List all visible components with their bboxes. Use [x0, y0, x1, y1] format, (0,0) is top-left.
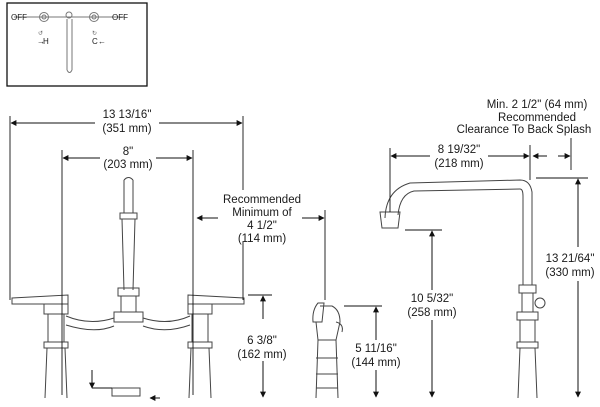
spout-clearance-metric: (258 mm)	[407, 307, 456, 319]
dim-handle-height: 6 3/8" (162 mm)	[232, 294, 294, 398]
sprayer-height-imperial: 5 11/16"	[355, 343, 397, 355]
spout-arc-outer	[384, 179, 533, 285]
top-view-inset: OFF OFF ↺ ↻ → H C ←	[6, 2, 148, 87]
side-handle-knob	[534, 297, 546, 309]
sprayer-head	[312, 302, 325, 323]
dim-overall-width: 13 13/16" (351 mm)	[9, 103, 244, 300]
side-sprayer	[312, 302, 343, 399]
dim-total-height: 13 21/64" (330 mm)	[536, 177, 600, 398]
dim-back-clearance: Min. 2 1/2" (64 mm) Recommended Clearanc…	[457, 99, 592, 170]
left-valve-top	[39, 12, 49, 22]
left-valve-body	[44, 347, 68, 399]
overall-width-imperial: 13 13/16"	[103, 109, 152, 121]
center-spread-metric: (203 mm)	[103, 159, 152, 171]
spout-arc-inner	[397, 188, 524, 285]
cold-label: C	[92, 37, 98, 46]
center-spread-imperial: 8"	[123, 146, 133, 158]
min-spacing-line3: 4 1/2"	[247, 220, 277, 232]
dim-sprayer-height: 5 11/16" (144 mm)	[343, 305, 409, 398]
spout-nozzle	[379, 211, 401, 229]
dim-min-spacing: Recommended Minimum of 4 1/2" (114 mm)	[196, 190, 326, 300]
front-view-faucet	[11, 177, 245, 401]
cold-arrow-icon: ←	[98, 37, 106, 46]
spout-reach-imperial: 8 19/32"	[438, 144, 480, 156]
left-handle	[11, 294, 69, 305]
sprayer-body	[315, 339, 339, 399]
back-clearance-line1: Min. 2 1/2" (64 mm)	[487, 99, 588, 111]
right-valve-body	[188, 347, 212, 399]
dim-spout-clearance: 10 5/32" (258 mm)	[400, 229, 466, 398]
hot-label: H	[43, 37, 49, 46]
spout-top-view	[66, 69, 73, 73]
svg-text:↻: ↻	[92, 30, 97, 37]
side-valve-body	[517, 347, 538, 399]
min-spacing-line4: (114 mm)	[238, 233, 287, 245]
right-off-label: OFF	[112, 13, 128, 22]
handle-height-metric: (162 mm)	[237, 349, 286, 361]
right-handle	[187, 294, 245, 305]
spout-reach-metric: (218 mm)	[434, 158, 483, 170]
total-height-metric: (330 mm)	[545, 267, 594, 279]
svg-text:↺: ↺	[38, 30, 43, 37]
side-view-faucet	[379, 179, 546, 399]
left-off-label: OFF	[11, 13, 27, 22]
dim-spout-reach: 8 19/32" (218 mm)	[389, 141, 531, 212]
min-spacing-line1: Recommended	[223, 194, 301, 206]
back-clearance-line3: Clearance To Back Splash	[457, 124, 592, 136]
base-escutcheon	[111, 387, 141, 397]
overall-width-metric: (351 mm)	[102, 123, 151, 135]
back-clearance-line2: Recommended	[498, 112, 576, 124]
min-spacing-line2: Minimum of	[232, 207, 292, 219]
spout-clearance-imperial: 10 5/32"	[411, 293, 453, 305]
sprayer-height-metric: (144 mm)	[351, 357, 400, 369]
handle-height-imperial: 6 3/8"	[247, 335, 277, 347]
spout-base-top	[65, 11, 73, 19]
total-height-imperial: 13 21/64"	[546, 253, 595, 265]
right-valve-top	[89, 12, 99, 22]
bridge-arm	[65, 315, 191, 322]
hot-arrow-icon: →	[37, 37, 45, 46]
dim-center-spread: 8" (203 mm)	[61, 142, 194, 395]
